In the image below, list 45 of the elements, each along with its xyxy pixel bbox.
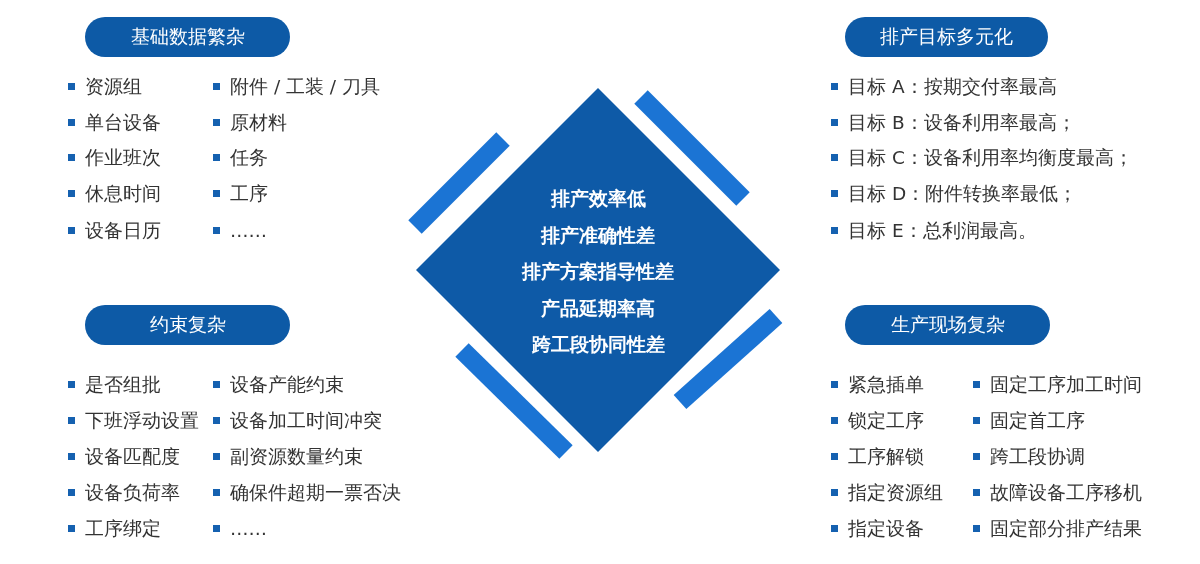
list-item: 确保件超期一票否决: [230, 481, 401, 505]
list-item: 设备加工时间冲突: [230, 409, 382, 433]
list-item: 下班浮动设置: [85, 409, 199, 433]
list-item: 休息时间: [85, 182, 161, 206]
problem-text: 产品延期率高: [540, 295, 656, 320]
list-item: 指定资源组: [848, 481, 943, 505]
list-item: ……: [230, 219, 267, 243]
list-item: 目标 E：总利润最高。: [848, 219, 1037, 243]
list-item: 工序解锁: [848, 445, 924, 469]
list-item: 固定部分排产结果: [990, 517, 1142, 541]
problem-text: 排产效率低: [549, 186, 647, 210]
list-item: 目标 A：按期交付率最高: [848, 75, 1057, 99]
problem-text: 排产方案指导性差: [520, 259, 675, 283]
list-item: 副资源数量约束: [230, 445, 363, 469]
heading-pill: 排产目标多元化: [845, 17, 1048, 57]
list-item: 作业班次: [85, 146, 161, 170]
list-item: 是否组批: [85, 373, 161, 397]
list-item: 紧急插单: [848, 373, 924, 397]
list-item: 目标 B：设备利用率最高；: [848, 111, 1076, 135]
list-item: ……: [230, 517, 267, 541]
heading-pill: 生产现场复杂: [845, 305, 1050, 345]
list-item: 设备匹配度: [85, 445, 180, 469]
list-item: 故障设备工序移机: [990, 481, 1142, 505]
list-item: 设备负荷率: [85, 481, 180, 505]
heading-pill: 约束复杂: [85, 305, 290, 345]
list-item: 设备日历: [85, 219, 161, 243]
list-item: 目标 D：附件转换率最低；: [848, 182, 1078, 206]
list-item: 固定工序加工时间: [990, 373, 1142, 397]
list-item: 目标 C：设备利用率均衡度最高；: [848, 146, 1133, 170]
list-item: 工序: [230, 182, 268, 206]
diamond-panel: [416, 88, 780, 452]
list-item: 单台设备: [85, 111, 161, 135]
list-item: 资源组: [85, 75, 142, 99]
problem-text: 跨工段协同性差: [530, 332, 666, 356]
list-item: 设备产能约束: [230, 373, 344, 397]
list-item: 任务: [230, 146, 268, 170]
list-item: 锁定工序: [848, 409, 924, 433]
list-item: 原材料: [230, 111, 287, 135]
list-item: 工序绑定: [85, 517, 161, 541]
problem-text: 排产准确性差: [539, 222, 656, 247]
list-item: 跨工段协调: [990, 445, 1085, 469]
heading-pill: 基础数据繁杂: [85, 17, 290, 57]
list-item: 指定设备: [848, 517, 924, 541]
list-item: 附件 / 工装 / 刀具: [230, 75, 380, 99]
list-item: 固定首工序: [990, 409, 1085, 433]
